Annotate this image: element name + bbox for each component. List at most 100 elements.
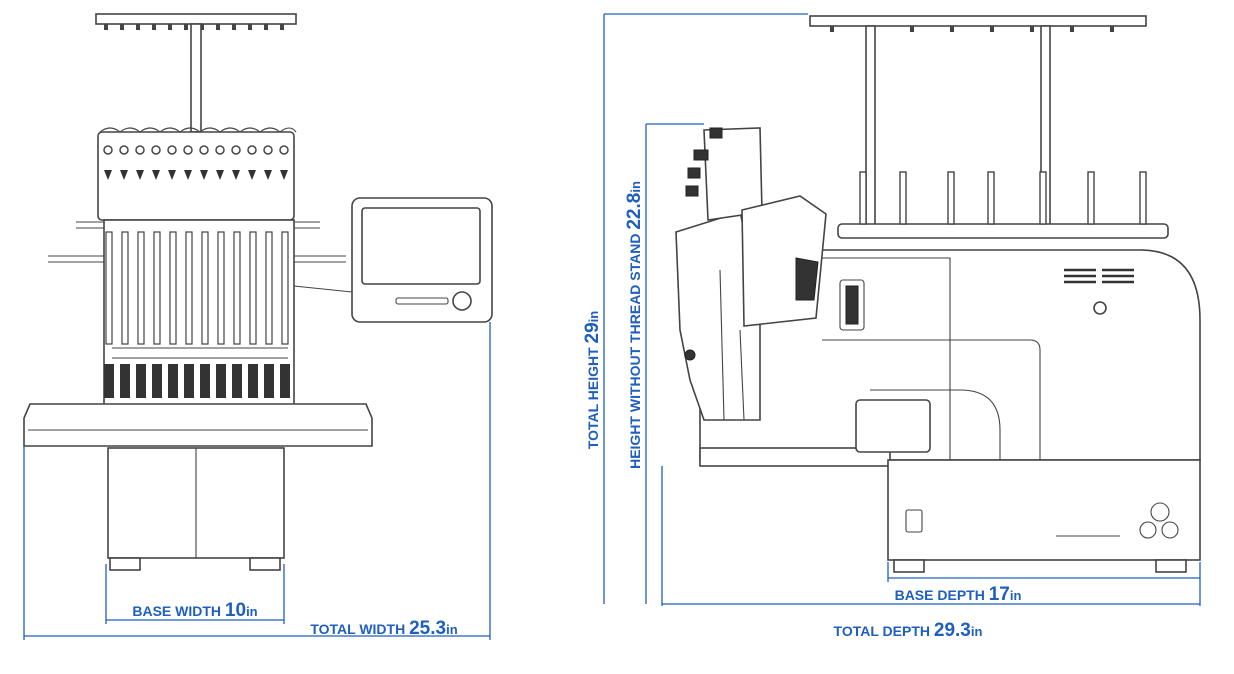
tension-guide bbox=[264, 170, 272, 180]
spool-pin bbox=[120, 24, 124, 30]
tension-guide bbox=[136, 170, 144, 180]
side-thread-stand-bar bbox=[809, 15, 1147, 27]
presser-foot bbox=[168, 364, 178, 398]
front-view-machine-drawing bbox=[23, 13, 493, 571]
presser-foot bbox=[200, 364, 210, 398]
thread-stand-post bbox=[190, 23, 202, 133]
tension-knob bbox=[151, 145, 161, 155]
spool-pin bbox=[232, 24, 236, 30]
spool-pins bbox=[859, 171, 1147, 225]
needle-bar bbox=[249, 231, 257, 345]
needle-bar bbox=[265, 231, 273, 345]
presser-foot bbox=[264, 364, 274, 398]
total-height-label: TOTAL HEIGHT 29in bbox=[582, 311, 603, 450]
tension-guide bbox=[248, 170, 256, 180]
height-without-stand-label: HEIGHT WITHOUT THREAD STAND 22.8in bbox=[624, 181, 645, 469]
tension-guide bbox=[216, 170, 224, 180]
spool-pin bbox=[1070, 26, 1074, 32]
tension-block bbox=[97, 131, 295, 221]
sewing-table bbox=[23, 403, 373, 447]
spool-pin bbox=[248, 24, 252, 30]
spool-pin bbox=[168, 24, 172, 30]
needle-bar bbox=[169, 231, 177, 345]
hoop-arm bbox=[855, 399, 931, 453]
tension-guide bbox=[184, 170, 192, 180]
needle-bar bbox=[201, 231, 209, 345]
spool-pin bbox=[899, 171, 907, 225]
spool-pin bbox=[1087, 171, 1095, 225]
tension-guide bbox=[200, 170, 208, 180]
spool-pin bbox=[280, 24, 284, 30]
tension-guide bbox=[152, 170, 160, 180]
tension-knob bbox=[199, 145, 209, 155]
presser-foot bbox=[184, 364, 194, 398]
spool-pin bbox=[1139, 171, 1147, 225]
needle-bar bbox=[153, 231, 161, 345]
presser-foot bbox=[120, 364, 130, 398]
spool-pin bbox=[1039, 171, 1047, 225]
needle-bar bbox=[185, 231, 193, 345]
presser-foot bbox=[104, 364, 114, 398]
spool-pin bbox=[216, 24, 220, 30]
spool-pin bbox=[830, 26, 834, 32]
side-dimension-lines bbox=[603, 13, 1201, 606]
tension-guide bbox=[168, 170, 176, 180]
total-width-label: TOTAL WIDTH 25.3in bbox=[310, 618, 457, 639]
needle-bar bbox=[137, 231, 145, 345]
side-table bbox=[699, 447, 891, 467]
needle-bar bbox=[121, 231, 129, 345]
spool-pin bbox=[104, 24, 108, 30]
thread-stand-spool-pins bbox=[104, 24, 284, 30]
spool-pin bbox=[184, 24, 188, 30]
cooling-vents bbox=[1064, 268, 1134, 284]
side-view-machine-drawing bbox=[675, 15, 1201, 573]
tension-knob bbox=[119, 145, 129, 155]
spool-pin bbox=[910, 26, 914, 32]
presser-feet bbox=[104, 364, 290, 398]
presser-foot bbox=[280, 364, 290, 398]
tension-guide bbox=[120, 170, 128, 180]
spool-pin bbox=[264, 24, 268, 30]
tension-knob bbox=[231, 145, 241, 155]
presser-foot bbox=[136, 364, 146, 398]
needle-bar bbox=[233, 231, 241, 345]
tension-guide bbox=[104, 170, 112, 180]
spool-pin bbox=[859, 171, 867, 225]
tilted-head bbox=[675, 127, 827, 421]
spool-pin bbox=[947, 171, 955, 225]
tension-knobs bbox=[103, 145, 289, 180]
control-panel bbox=[293, 197, 493, 323]
total-depth-label: TOTAL DEPTH 29.3in bbox=[834, 620, 983, 641]
tension-guide bbox=[232, 170, 240, 180]
tension-knob bbox=[183, 145, 193, 155]
needle-bar bbox=[281, 231, 289, 345]
spool-pin bbox=[987, 171, 995, 225]
base-width-label: BASE WIDTH 10in bbox=[132, 600, 257, 621]
front-dimension-lines bbox=[23, 322, 491, 640]
tension-knob bbox=[279, 145, 289, 155]
side-base-stand bbox=[887, 459, 1201, 561]
base-depth-label: BASE DEPTH 17in bbox=[895, 584, 1022, 605]
presser-foot bbox=[216, 364, 226, 398]
spool-pin bbox=[1110, 26, 1114, 32]
tension-guide bbox=[280, 170, 288, 180]
spool-pin bbox=[200, 24, 204, 30]
tension-knob bbox=[135, 145, 145, 155]
tension-knob bbox=[263, 145, 273, 155]
needle-bar-case bbox=[103, 219, 295, 411]
spool-pin bbox=[152, 24, 156, 30]
touch-screen bbox=[361, 207, 481, 285]
needle-bar bbox=[217, 231, 225, 345]
needle-bar bbox=[105, 231, 113, 345]
thread-stand-bar bbox=[95, 13, 297, 25]
presser-foot bbox=[232, 364, 242, 398]
presser-foot bbox=[248, 364, 258, 398]
tension-knob bbox=[215, 145, 225, 155]
tension-knob bbox=[247, 145, 257, 155]
spool-pin bbox=[990, 26, 994, 32]
spool-pin bbox=[136, 24, 140, 30]
tension-knob bbox=[167, 145, 177, 155]
needle-bars bbox=[105, 231, 289, 345]
spool-pin bbox=[1030, 26, 1034, 32]
